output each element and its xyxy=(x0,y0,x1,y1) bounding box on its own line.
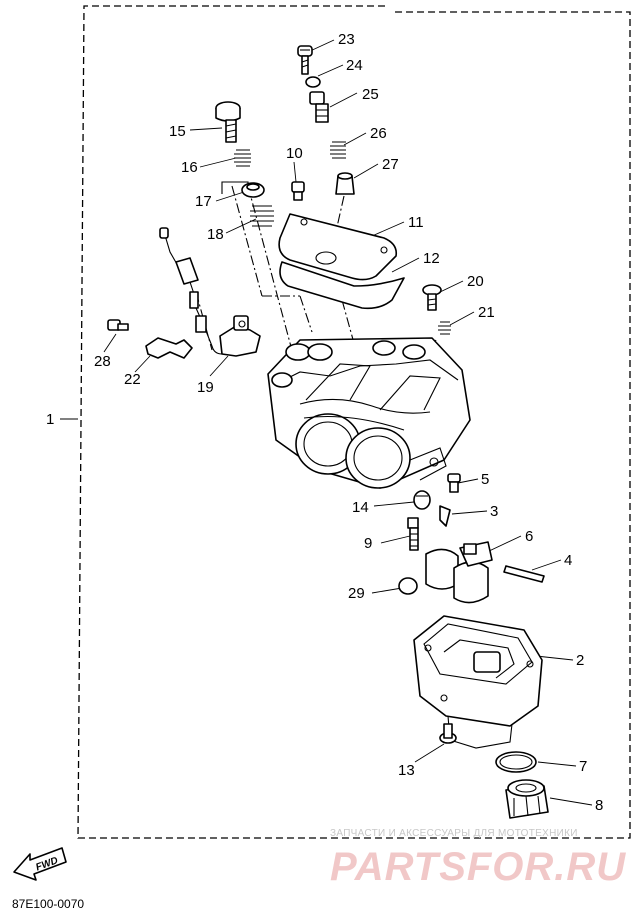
callout-23: 23 xyxy=(307,31,355,53)
part-8-drain-plug xyxy=(505,779,549,819)
callout-2-text: 2 xyxy=(576,652,584,669)
part-18-spring xyxy=(250,205,274,227)
callout-11-text: 11 xyxy=(408,214,424,231)
callout-22: 22 xyxy=(124,355,151,388)
callout-24-text: 24 xyxy=(346,57,363,74)
part-6-float xyxy=(425,541,493,604)
callout-17: 17 xyxy=(195,191,245,210)
callout-1-text: 1 xyxy=(46,411,54,428)
callout-26-text: 26 xyxy=(370,125,387,142)
callout-14-text: 14 xyxy=(352,499,369,516)
callout-7-text: 7 xyxy=(579,758,587,775)
callout-18: 18 xyxy=(207,218,257,243)
part-28-screw xyxy=(107,319,129,331)
callout-27-text: 27 xyxy=(382,156,399,173)
callout-3: 3 xyxy=(451,503,498,520)
callout-25-text: 25 xyxy=(362,86,379,103)
watermark: ЗАПЧАСТИ И АКСЕССУАРЫ ДЛЯ МОТОТЕХНИКИ PA… xyxy=(330,828,626,889)
part-3-needle-valve xyxy=(439,505,451,527)
callout-12-text: 12 xyxy=(423,250,440,267)
callout-8: 8 xyxy=(549,797,603,814)
callout-20-text: 20 xyxy=(467,273,484,290)
part-16-spring xyxy=(234,149,251,167)
part-12-gasket xyxy=(279,261,405,310)
callout-26: 26 xyxy=(343,125,387,146)
part-4-pin xyxy=(503,565,545,583)
callout-29-text: 29 xyxy=(348,585,365,602)
callout-13-text: 13 xyxy=(398,762,415,779)
part-14-plug xyxy=(413,490,431,510)
part-5-screw xyxy=(447,473,461,493)
callout-28-text: 28 xyxy=(94,353,111,370)
callout-18-text: 18 xyxy=(207,226,224,243)
callout-labels: 23 24 25 26 27 15 16 10 xyxy=(46,31,603,814)
callout-6-text: 6 xyxy=(525,528,533,545)
callout-25: 25 xyxy=(329,86,379,108)
part-15-screw xyxy=(215,101,241,143)
callout-22-text: 22 xyxy=(124,371,141,388)
part-11-cover xyxy=(278,213,398,281)
part-19-cable-assembly xyxy=(159,227,261,357)
callout-5: 5 xyxy=(457,471,489,488)
part-24-o-ring xyxy=(305,76,321,88)
part-23-screw xyxy=(297,45,313,75)
part-27-collar xyxy=(335,172,355,195)
callout-7: 7 xyxy=(537,758,587,775)
callout-9: 9 xyxy=(364,535,411,552)
part-22-bracket xyxy=(145,337,193,359)
callout-27: 27 xyxy=(353,156,399,179)
part-carburetor-body xyxy=(267,337,471,489)
callout-9-text: 9 xyxy=(364,535,372,552)
callout-11: 11 xyxy=(371,214,424,237)
part-2-float-chamber xyxy=(413,615,543,749)
assembly-boundary xyxy=(77,5,631,839)
callout-23-text: 23 xyxy=(338,31,355,48)
callout-2: 2 xyxy=(535,652,584,669)
part-29-jet xyxy=(398,577,418,595)
fwd-arrow-icon: FWD xyxy=(13,847,67,881)
callout-12: 12 xyxy=(391,250,440,273)
callout-6: 6 xyxy=(486,528,533,553)
callout-24: 24 xyxy=(317,57,363,77)
part-26-spring xyxy=(330,141,346,159)
callout-14: 14 xyxy=(352,499,415,516)
callout-15: 15 xyxy=(169,123,223,140)
part-20-screw xyxy=(422,284,442,311)
diagram-code: 87E100-0070 xyxy=(12,897,84,911)
callout-29: 29 xyxy=(348,585,403,602)
callout-19-text: 19 xyxy=(197,379,214,396)
callout-16-text: 16 xyxy=(181,159,198,176)
part-10-screw xyxy=(291,181,305,201)
callout-21-text: 21 xyxy=(478,304,495,321)
callout-1: 1 xyxy=(46,411,78,428)
callout-13: 13 xyxy=(398,743,445,779)
watermark-brand: PARTSFOR.RU xyxy=(330,845,626,889)
callout-21: 21 xyxy=(449,304,495,326)
callout-17-text: 17 xyxy=(195,193,212,210)
callout-16: 16 xyxy=(181,157,237,176)
callout-8-text: 8 xyxy=(595,797,603,814)
part-13-screw xyxy=(439,723,457,744)
part-9-jet xyxy=(407,517,419,551)
watermark-tagline: ЗАПЧАСТИ И АКСЕССУАРЫ ДЛЯ МОТОТЕХНИКИ xyxy=(330,828,578,839)
callout-20: 20 xyxy=(437,273,484,294)
part-17-washer xyxy=(241,182,265,198)
callout-15-text: 15 xyxy=(169,123,186,140)
callout-28: 28 xyxy=(94,333,117,370)
callout-4-text: 4 xyxy=(564,552,572,569)
callout-4: 4 xyxy=(531,552,572,571)
part-25-jet xyxy=(309,91,329,123)
callout-19: 19 xyxy=(197,355,229,396)
part-21-spring xyxy=(438,321,451,335)
callout-5-text: 5 xyxy=(481,471,489,488)
callout-3-text: 3 xyxy=(490,503,498,520)
callout-10-text: 10 xyxy=(286,145,303,162)
callout-10: 10 xyxy=(286,145,303,183)
